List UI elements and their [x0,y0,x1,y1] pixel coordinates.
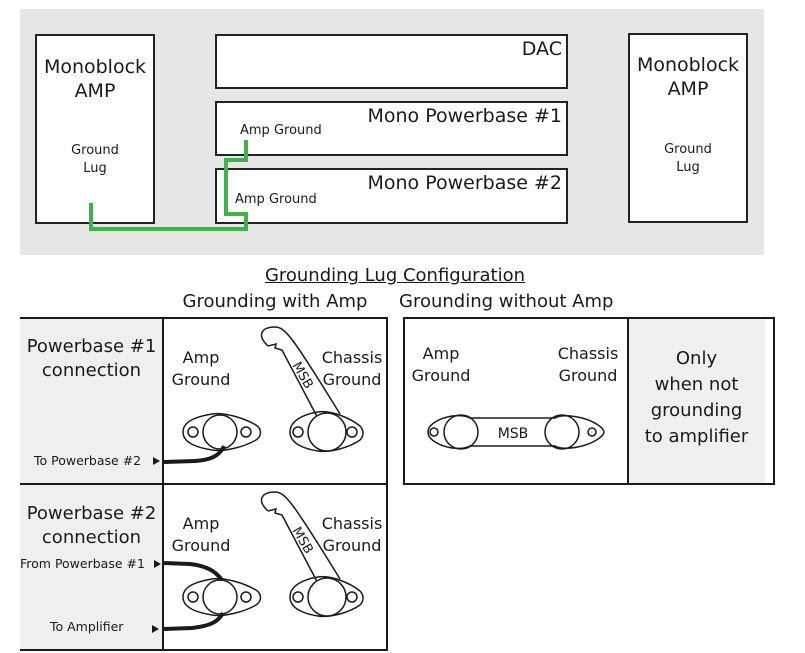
row1-amp-ground-lug [182,412,262,452]
note-line4: to amplifier [644,426,749,447]
with-amp-table-grid [20,317,388,651]
row1-label-cell [20,318,163,484]
row1-chassis-ground-line2: Ground [322,370,382,389]
row1-arrow-icon [153,457,160,465]
left-amp-title-line1: Monoblock [43,56,147,78]
row2-cable-from-pb1 [163,561,224,582]
left-amp-title-line2: AMP [74,80,116,102]
row2-amp-ground-line1: Amp [182,514,220,533]
without-amp-table-grid [403,317,775,485]
without-chassis-ground-line2: Ground [558,366,618,385]
row2-arrow-to-icon [152,625,159,633]
right-monoblock-amp: Monoblock AMP Ground Lug [628,33,748,223]
row2-arrow-from-icon [154,560,161,568]
without-chassis-ground-line1: Chassis [557,344,619,363]
row2-amp-ground-lug [182,577,262,617]
note-line2: when not [654,374,739,395]
row2-label-line2: connection [41,527,142,548]
powerbase2-label: Mono Powerbase #2 [367,172,562,194]
row2-chassis-lug-with-msb [260,491,364,618]
powerbase1-ground-label: Amp Ground [240,123,322,138]
row1-amp-ground-line1: Amp [182,348,220,367]
row2-chassis-ground-line1: Chassis [321,514,383,533]
row2-label-line1: Powerbase #2 [26,503,157,524]
powerbase1-box: Mono Powerbase #1 Amp Ground [215,101,568,156]
row1-label-line2: connection [41,360,142,381]
right-amp-title-line1: Monoblock [636,54,740,76]
row1-cable-to-pb2 [163,445,226,464]
left-monoblock-amp: Monoblock AMP Ground Lug [35,34,155,224]
note-line1: Only [675,348,718,369]
row2-cable-to-amp [163,611,225,631]
right-amp-lug-line1: Ground [664,142,712,157]
row2-amp-ground-line2: Ground [171,536,231,555]
right-amp-lug-line2: Lug [676,160,700,175]
row1-chassis-ground-line1: Chassis [321,348,383,367]
row1-amp-ground-line2: Ground [171,370,231,389]
without-amp-note-cell [628,318,765,484]
row1-chassis-lug-with-msb [260,326,364,453]
row2-cable-label-from-pb1: From Powerbase #1 [20,556,145,571]
powerbase2-ground-label: Amp Ground [235,192,317,207]
without-amp-msb-strap [427,414,605,450]
without-amp-msb-label: MSB [498,426,529,442]
without-amp-ground-line1: Amp [422,344,460,363]
powerbase1-label: Mono Powerbase #1 [367,105,562,127]
without-amp-heading: Grounding without Amp [399,291,614,312]
row2-chassis-ground-line2: Ground [322,536,382,555]
with-amp-heading: Grounding with Amp [182,291,368,312]
powerbase2-box: Mono Powerbase #2 Amp Ground [215,168,568,224]
green-ground-wire [89,140,248,231]
note-line3: grounding [650,400,743,421]
left-amp-lug-line1: Ground [71,143,119,158]
dac-label: DAC [521,38,562,60]
dac-box: DAC [215,34,568,89]
row1-cable-label-to-pb2: To Powerbase #2 [34,453,142,468]
without-amp-ground-line2: Ground [411,366,471,385]
row2-cable-label-to-amp: To Amplifier [50,619,124,634]
row2-label-cell [20,485,163,650]
left-amp-lug-line2: Lug [83,161,107,176]
row1-label-line1: Powerbase #1 [26,336,157,357]
config-title: Grounding Lug Configuration [264,265,526,286]
right-amp-title-line2: AMP [667,78,709,100]
